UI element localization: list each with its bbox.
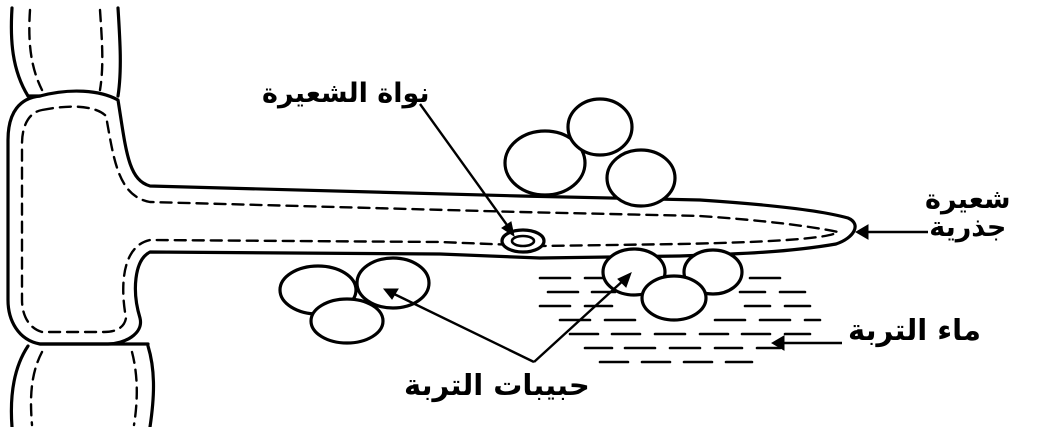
root-hair-label: شعيرة جذرية (925, 184, 1011, 244)
soil-particles-label: حبيبات التربة (404, 368, 590, 402)
soil-water-hatching (538, 276, 822, 364)
soil-particle (309, 297, 385, 345)
soil-particle (566, 97, 634, 157)
root-hair-label-line1: شعيرة (925, 184, 1011, 215)
soil-particle (605, 148, 677, 208)
epidermis-cells (6, 6, 857, 427)
soil-particle (503, 129, 587, 197)
pointer-lines (382, 103, 928, 364)
root-hair-label-line2: جذرية (929, 212, 1007, 244)
nucleus (500, 228, 546, 254)
soil-particles (278, 97, 744, 345)
soil-particle (640, 274, 708, 322)
soil-particle (355, 256, 431, 310)
nucleus-label: نواة الشعيرة (262, 78, 430, 109)
soil-water-label: ماء التربة (848, 313, 981, 347)
